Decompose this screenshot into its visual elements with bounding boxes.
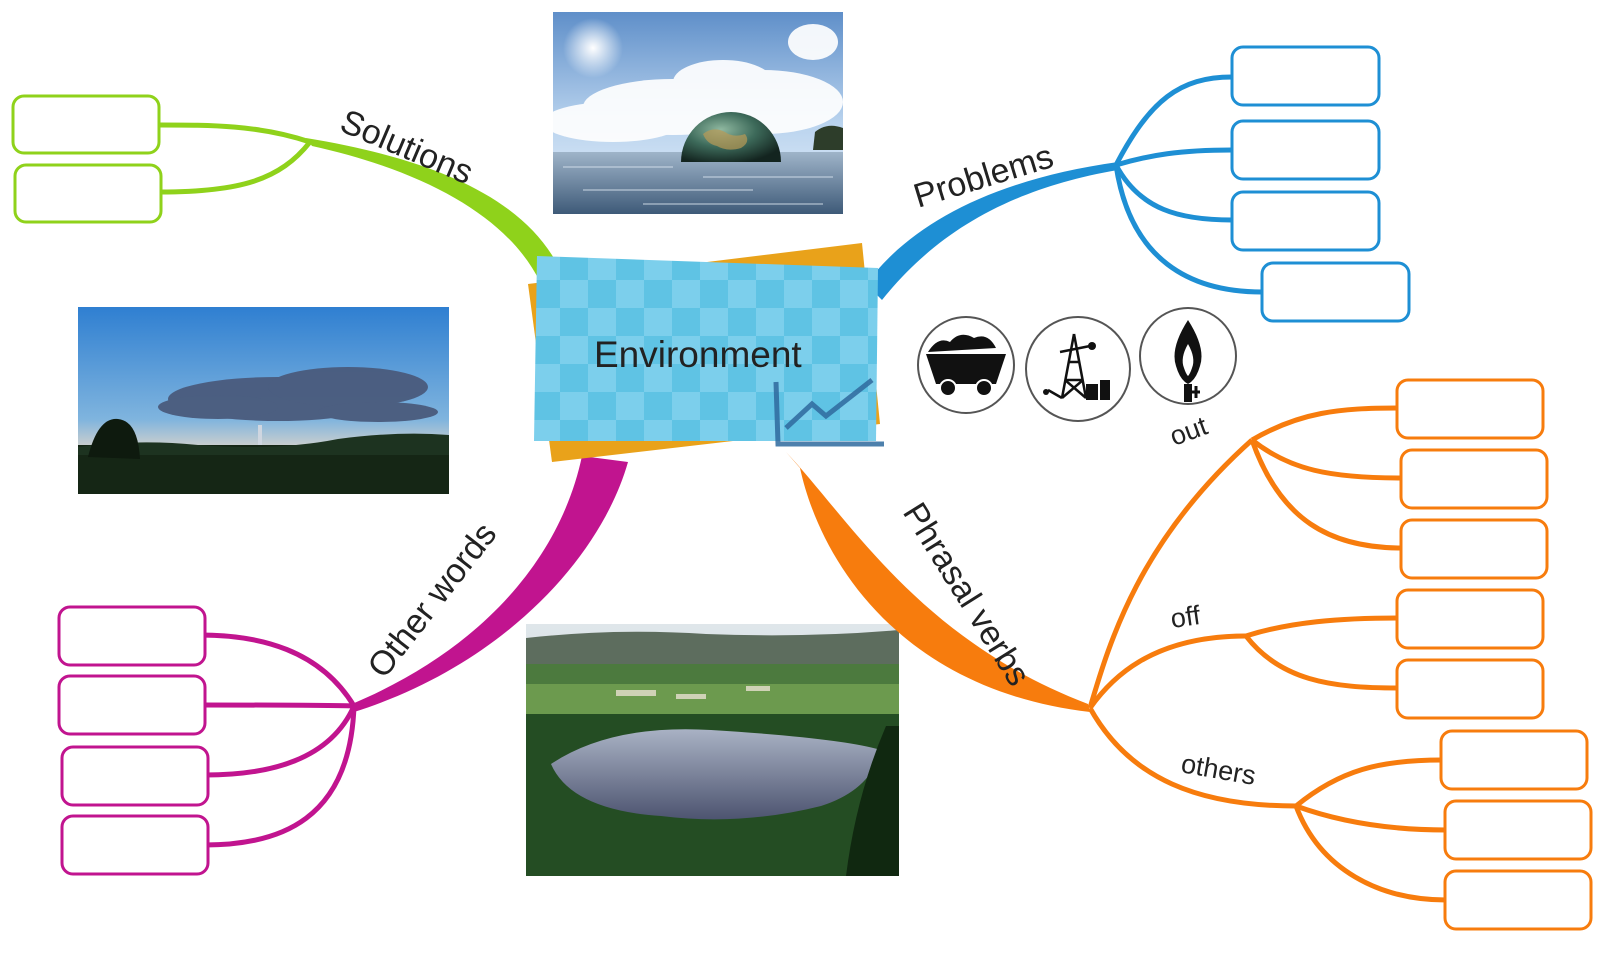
branch-phrasal-verbs-line: [1087, 706, 1297, 809]
branch-problems: Problems: [866, 45, 1411, 323]
branch-phrasal-verbs-line: [1087, 633, 1247, 710]
other-words-box[interactable]: [57, 605, 207, 667]
problems-box[interactable]: [1230, 119, 1381, 181]
branch-phrasal-verbs-line: [1250, 438, 1403, 481]
phrasal-verbs-box[interactable]: [1395, 588, 1545, 650]
sub-branch-others-label: others: [1179, 748, 1258, 791]
branch-solutions-trunk: [306, 138, 555, 282]
branch-phrasal-verbs-line: [1244, 634, 1399, 691]
phrasal-verbs-box[interactable]: [1395, 378, 1545, 440]
chart-sketch-icon: [773, 378, 884, 447]
oil-derrick-icon: [1025, 316, 1131, 422]
phrasal-verbs-box[interactable]: [1439, 729, 1589, 791]
branch-other-words: Other words: [57, 456, 628, 876]
branch-other-words-line: [199, 632, 357, 708]
other-words-box[interactable]: [57, 674, 207, 736]
central-node[interactable]: Environment: [528, 243, 884, 462]
phrasal-verbs-box[interactable]: [1399, 448, 1549, 510]
earth-in-water-photo: [553, 12, 843, 214]
branch-solutions: Solutions: [11, 94, 555, 282]
solutions-box[interactable]: [13, 163, 163, 224]
branch-phrasal-verbs-line: [1087, 438, 1254, 709]
branch-phrasal-verbs-line: [1245, 615, 1399, 639]
branch-problems-trunk: [866, 162, 1118, 300]
branch-other-words-line: [204, 705, 357, 848]
branch-other-words-line: [199, 702, 355, 709]
branch-problems-line: [1113, 74, 1233, 167]
central-node-card: [534, 256, 878, 441]
problems-box[interactable]: [1230, 190, 1381, 252]
problems-box[interactable]: [1260, 261, 1411, 323]
branch-problems-line: [1115, 147, 1233, 168]
branch-other-words-trunk: [352, 456, 628, 712]
lake-valley-photo: [526, 624, 899, 876]
branch-phrasal-verbs-line: [1295, 803, 1447, 833]
gas-flame-icon: [1139, 307, 1237, 405]
branch-solutions-line: [159, 122, 311, 145]
dusk-landscape-photo: [78, 307, 449, 494]
branch-phrasal-verbs-line: [1249, 439, 1403, 551]
phrasal-verbs-box[interactable]: [1443, 799, 1593, 861]
branch-solutions-label: Solutions: [335, 102, 479, 192]
other-words-box[interactable]: [60, 745, 210, 807]
phrasal-verbs-box[interactable]: [1443, 869, 1593, 931]
branch-phrasal-verbs-line: [1250, 405, 1399, 443]
branch-phrasal-verbs-trunk: [786, 452, 1090, 712]
problems-box[interactable]: [1230, 45, 1381, 107]
branch-other-words-line: [204, 704, 357, 778]
branch-solutions-line: [159, 140, 312, 195]
branch-problems-line: [1113, 163, 1233, 223]
branch-phrasal-verbs-line: [1293, 805, 1447, 903]
sub-branch-off-label: off: [1169, 600, 1203, 634]
branch-other-words-label: Other words: [360, 516, 504, 685]
solutions-box[interactable]: [11, 94, 161, 155]
phrasal-verbs-box[interactable]: [1395, 658, 1545, 720]
phrasal-verbs-box[interactable]: [1399, 518, 1549, 580]
branch-phrasal-verbs-line: [1294, 757, 1443, 808]
central-node-label: Environment: [594, 334, 802, 375]
coal-cart-icon: [917, 316, 1015, 414]
branch-problems-line: [1113, 164, 1263, 295]
branch-phrasal-verbs: Phrasal verbs out off others: [786, 378, 1593, 931]
sub-branch-out-label: out: [1166, 410, 1212, 451]
other-words-box[interactable]: [60, 814, 210, 876]
